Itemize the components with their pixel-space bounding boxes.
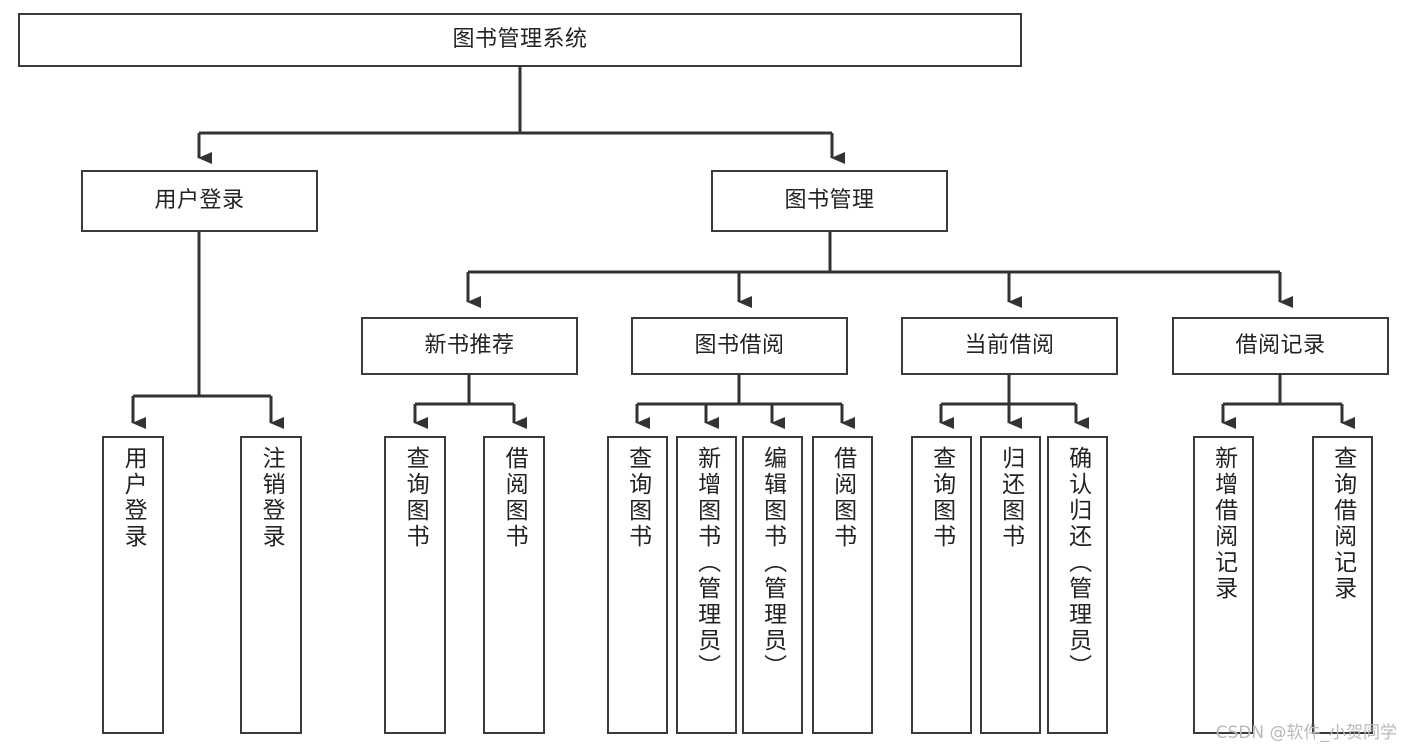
node-new-book-recommend-label: 新书推荐 (424, 333, 515, 359)
leaf-query-book-1[interactable]: 查询图书 (384, 436, 446, 734)
node-book-management[interactable]: 图书管理 (711, 170, 948, 232)
node-root-label: 图书管理系统 (452, 27, 588, 53)
leaf-return-book[interactable]: 归还图书 (980, 436, 1041, 734)
leaf-query-borrow-record-label: 查询借阅记录 (1329, 446, 1356, 602)
leaf-query-book-1-label: 查询图书 (402, 446, 429, 550)
node-borrow-record[interactable]: 借阅记录 (1172, 317, 1389, 375)
leaf-return-book-label: 归还图书 (997, 446, 1024, 550)
leaf-user-login[interactable]: 用户登录 (102, 436, 164, 734)
leaf-edit-book-label: 编辑图书（管理员） (759, 446, 786, 680)
leaf-borrow-book-1-label: 借阅图书 (501, 446, 528, 550)
csdn-watermark: CSDN @软件_小贺同学 (1215, 723, 1397, 743)
node-new-book-recommend[interactable]: 新书推荐 (361, 317, 578, 375)
leaf-edit-book[interactable]: 编辑图书（管理员） (742, 436, 803, 734)
leaf-borrow-book-1[interactable]: 借阅图书 (483, 436, 545, 734)
leaf-query-borrow-record[interactable]: 查询借阅记录 (1312, 436, 1373, 734)
node-user-login[interactable]: 用户登录 (81, 170, 318, 232)
leaf-borrow-book-2-label: 借阅图书 (829, 446, 856, 550)
leaf-query-book-2[interactable]: 查询图书 (607, 436, 668, 734)
node-user-login-label: 用户登录 (154, 188, 245, 214)
leaf-add-book-label: 新增图书（管理员） (693, 446, 720, 680)
node-current-borrow-label: 当前借阅 (964, 333, 1055, 359)
leaf-add-book[interactable]: 新增图书（管理员） (676, 436, 737, 734)
node-book-borrow-label: 图书借阅 (694, 333, 785, 359)
leaf-query-book-3[interactable]: 查询图书 (911, 436, 972, 734)
leaf-confirm-return[interactable]: 确认归还（管理员） (1047, 436, 1108, 734)
node-book-management-label: 图书管理 (784, 188, 875, 214)
leaf-query-book-3-label: 查询图书 (928, 446, 955, 550)
node-current-borrow[interactable]: 当前借阅 (901, 317, 1118, 375)
leaf-add-borrow-record-label: 新增借阅记录 (1210, 446, 1237, 602)
node-borrow-record-label: 借阅记录 (1235, 333, 1326, 359)
node-book-borrow[interactable]: 图书借阅 (631, 317, 848, 375)
leaf-borrow-book-2[interactable]: 借阅图书 (812, 436, 873, 734)
leaf-logout-login[interactable]: 注销登录 (240, 436, 302, 734)
leaf-logout-login-label: 注销登录 (258, 446, 285, 550)
leaf-user-login-label: 用户登录 (120, 446, 147, 550)
node-root[interactable]: 图书管理系统 (18, 13, 1022, 67)
leaf-add-borrow-record[interactable]: 新增借阅记录 (1193, 436, 1254, 734)
leaf-query-book-2-label: 查询图书 (624, 446, 651, 550)
leaf-confirm-return-label: 确认归还（管理员） (1064, 446, 1091, 680)
